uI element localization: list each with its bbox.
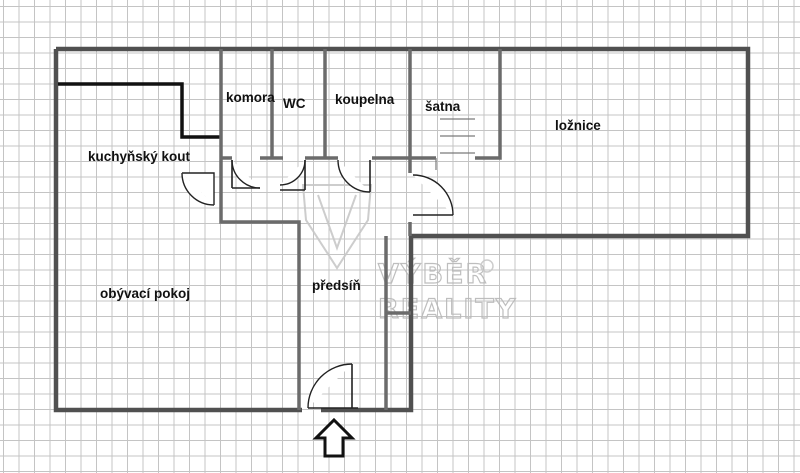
watermark-line2: REALITY [378,294,517,325]
watermark: VÝBĚR REALITY [301,184,517,326]
registered-mark-icon [480,259,494,273]
room-label-obyvaci-pokoj: obývací pokoj [100,286,190,301]
room-label-satna: šatna [425,99,461,114]
room-label-loznice: ložnice [555,118,601,133]
closet-shelves [435,118,475,170]
door-loznice [412,174,454,216]
door-entrance [307,363,358,409]
room-label-wc: WC [283,96,306,111]
door-kitchen [181,172,215,206]
shield-v-icon [301,184,373,270]
door-komora [231,159,261,189]
room-label-kuchynsky-kout: kuchyňský kout [88,149,191,164]
outer-walls [53,46,751,413]
door-wc [279,159,306,191]
watermark-line1: VÝBĚR [378,258,488,290]
room-labels: komora WC koupelna šatna ložnice kuchyňs… [88,90,601,301]
room-label-koupelna: koupelna [335,92,395,107]
door-koupelna [337,159,371,193]
up-arrow-icon [312,417,356,458]
room-label-predsin: předsíň [312,278,361,293]
room-label-komora: komora [226,90,275,105]
interior-walls [58,49,502,410]
